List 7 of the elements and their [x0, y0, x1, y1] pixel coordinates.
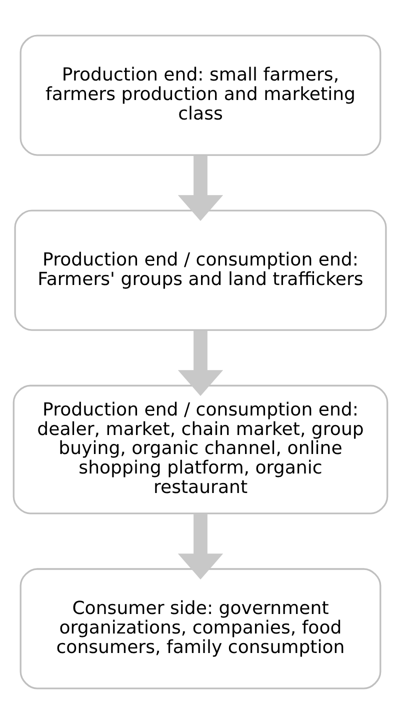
node-box: Production end / consumption end: Farmers' groups and land traffickers: [14, 210, 387, 331]
arrow: [178, 155, 224, 221]
node-box: Production end / consumption end: dealer, market, chain market, group buying, organic channel, online shopping platform, organic restaurant: [12, 384, 388, 514]
node-box: Consumer side: government organizations, companies, food consumers, family consumption: [20, 568, 382, 690]
arrow: [178, 514, 224, 580]
node-box: Production end: small farmers, farmers production and marketing class: [20, 34, 382, 156]
arrow: [178, 330, 224, 396]
